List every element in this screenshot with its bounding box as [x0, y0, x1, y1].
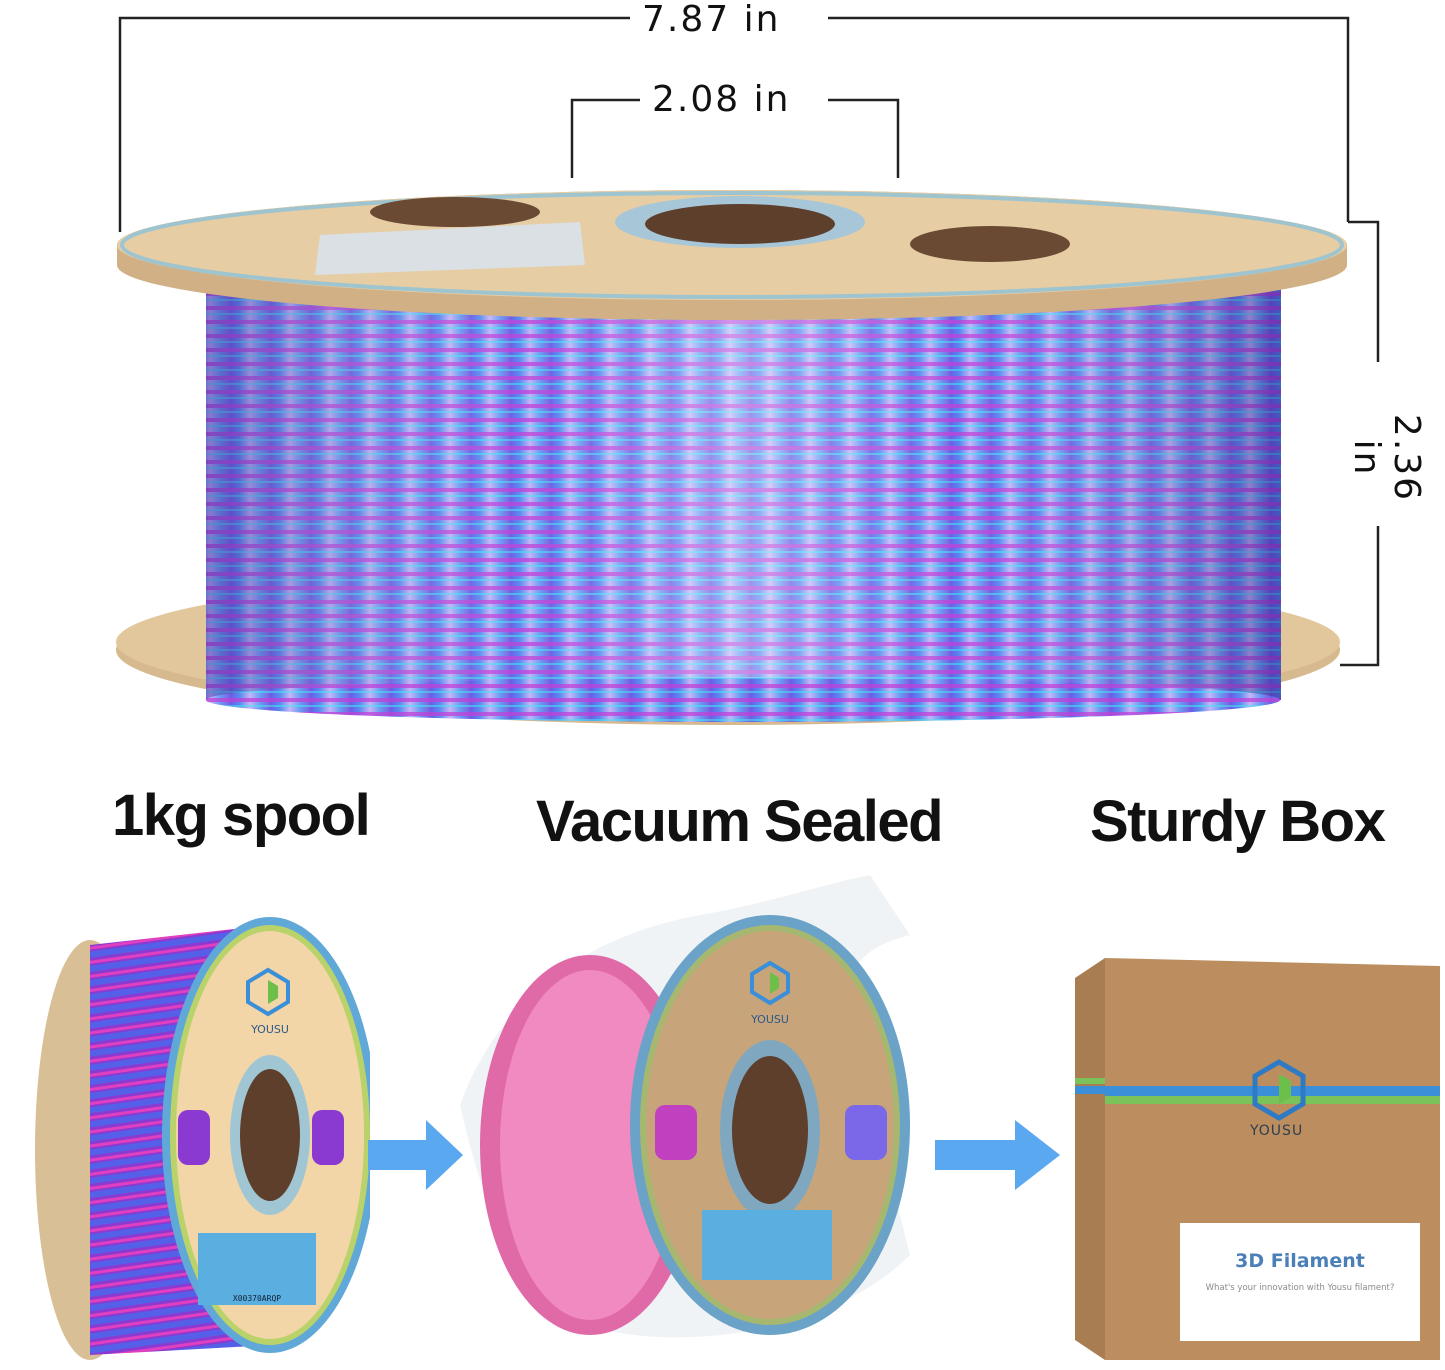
- box-label-title: 3D Filament: [1235, 1250, 1365, 1272]
- caption-sturdy-box: Sturdy Box: [1090, 789, 1386, 854]
- core-dimension-label: 2.08 in: [644, 80, 799, 120]
- vacuum-sealed-image: YOUSU: [460, 875, 910, 1338]
- height-dimension-label: 2.36 in: [1346, 390, 1427, 526]
- spool-front-image: X00370ARQP YOUSU: [35, 917, 370, 1360]
- dimension-lines: [118, 16, 1380, 667]
- width-dimension-label: 7.87 in: [634, 0, 789, 40]
- box-logo-text: YOUSU: [1250, 1123, 1304, 1139]
- box-image: YOUSU 3D Filament What's your innovation…: [1075, 958, 1440, 1360]
- arrow-right-icon: [368, 1120, 463, 1190]
- arrow-right-icon: [935, 1120, 1060, 1190]
- main-spool-image: [116, 190, 1347, 725]
- box-label-subtitle: What's your innovation with Yousu filame…: [1205, 1283, 1395, 1293]
- svg-text:YOUSU: YOUSU: [750, 1013, 789, 1026]
- caption-spool: 1kg spool: [112, 783, 371, 848]
- caption-vacuum-sealed: Vacuum Sealed: [536, 789, 944, 854]
- svg-text:X00370ARQP: X00370ARQP: [233, 1294, 281, 1303]
- yousu-logo-text: YOUSU: [250, 1023, 289, 1036]
